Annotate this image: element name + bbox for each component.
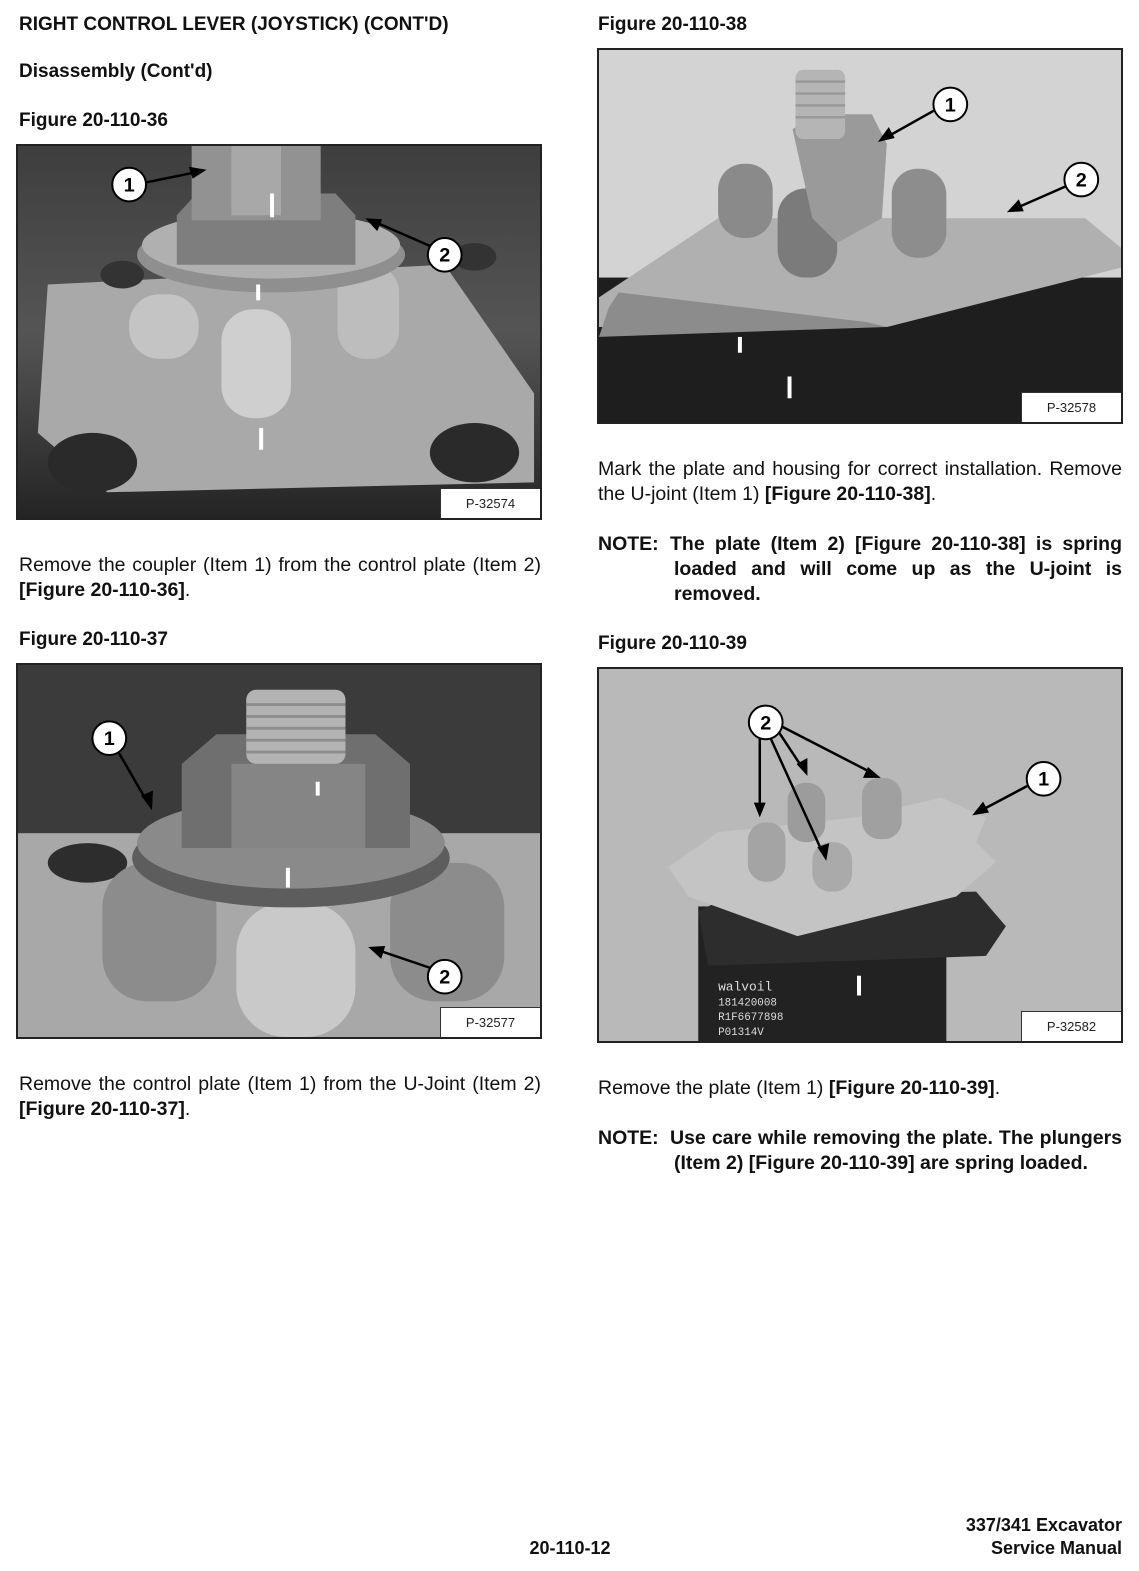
note-label: NOTE: — [598, 1127, 659, 1149]
note-spring-loaded-plungers: NOTE: Use care while removing the plate.… — [598, 1126, 1122, 1176]
note-text: Use care while removing the plate. The p… — [670, 1127, 1123, 1174]
callout-1-icon: 1 — [877, 86, 969, 143]
control-plate-photo: 1 2 — [18, 665, 540, 1037]
callout-2-icon: 2 — [747, 704, 881, 861]
photo-id-tag: P-32578 — [1021, 392, 1121, 422]
figure-caption-38: Figure 20-110-38 — [598, 14, 747, 35]
housing-label: 181420008 — [718, 997, 777, 1009]
instruction-step-37: Remove the control plate (Item 1) from t… — [19, 1073, 541, 1120]
subsection-title: Disassembly (Cont'd) — [19, 61, 213, 82]
manual-title: 337/341 Excavator Service Manual — [966, 1514, 1122, 1560]
photo-id-tag: P-32574 — [440, 488, 540, 518]
note-spring-loaded-plate: NOTE: The plate (Item 2) [Figure 20-110-… — [598, 532, 1122, 607]
callout-1-icon: 1 — [111, 166, 207, 203]
callout-label: 1 — [104, 728, 115, 750]
instruction-step-36: Remove the coupler (Item 1) from the con… — [19, 554, 541, 601]
figure-caption-39: Figure 20-110-39 — [598, 633, 747, 654]
callout-label: 2 — [439, 245, 450, 267]
figure-photo-38: 1 2 P-32578 — [597, 48, 1123, 424]
figure-photo-36: 1 2 P-32574 — [16, 144, 542, 520]
manual-title-line-2: Service Manual — [990, 1538, 1122, 1558]
callout-1-icon: 1 — [972, 761, 1062, 816]
callout-label: 2 — [439, 967, 450, 989]
u-joint-photo: 1 2 — [599, 50, 1121, 422]
note-label: NOTE: — [598, 533, 659, 555]
figure-caption-36: Figure 20-110-36 — [19, 110, 168, 131]
photo-id-tag: P-32582 — [1021, 1011, 1121, 1041]
note-text: The plate (Item 2) [Figure 20-110-38] is… — [670, 533, 1122, 605]
manual-title-line-1: 337/341 Excavator — [965, 1515, 1122, 1535]
housing-label: R1F6677898 — [718, 1012, 783, 1024]
figure-photo-39: walvoil 181420008 R1F6677898 P01314V 2 1… — [597, 667, 1123, 1043]
housing-label: P01314V — [718, 1027, 764, 1039]
plate-and-plungers-photo: walvoil 181420008 R1F6677898 P01314V 2 1 — [599, 669, 1121, 1041]
instruction-step-39: Remove the plate (Item 1) [Figure 20-110… — [598, 1077, 1001, 1099]
callout-label: 1 — [124, 175, 135, 197]
figure-caption-37: Figure 20-110-37 — [19, 629, 168, 650]
callout-2-icon: 2 — [365, 218, 463, 273]
callout-label: 2 — [760, 712, 771, 734]
section-title: RIGHT CONTROL LEVER (JOYSTICK) (CONT'D) — [19, 14, 449, 35]
page-number: 20-110-12 — [529, 1538, 611, 1558]
callout-2-icon: 2 — [1006, 161, 1100, 213]
figure-photo-37: 1 2 P-32577 — [16, 663, 542, 1039]
photo-id-tag: P-32577 — [440, 1007, 540, 1037]
callout-label: 1 — [945, 94, 956, 116]
callout-2-icon: 2 — [368, 945, 463, 995]
instruction-step-38: Mark the plate and housing for correct i… — [598, 458, 1122, 505]
housing-label: walvoil — [718, 980, 772, 995]
callout-label: 1 — [1038, 769, 1049, 791]
callout-1-icon: 1 — [91, 720, 153, 811]
coupler-photo: 1 2 — [18, 146, 540, 518]
callout-label: 2 — [1076, 170, 1087, 192]
